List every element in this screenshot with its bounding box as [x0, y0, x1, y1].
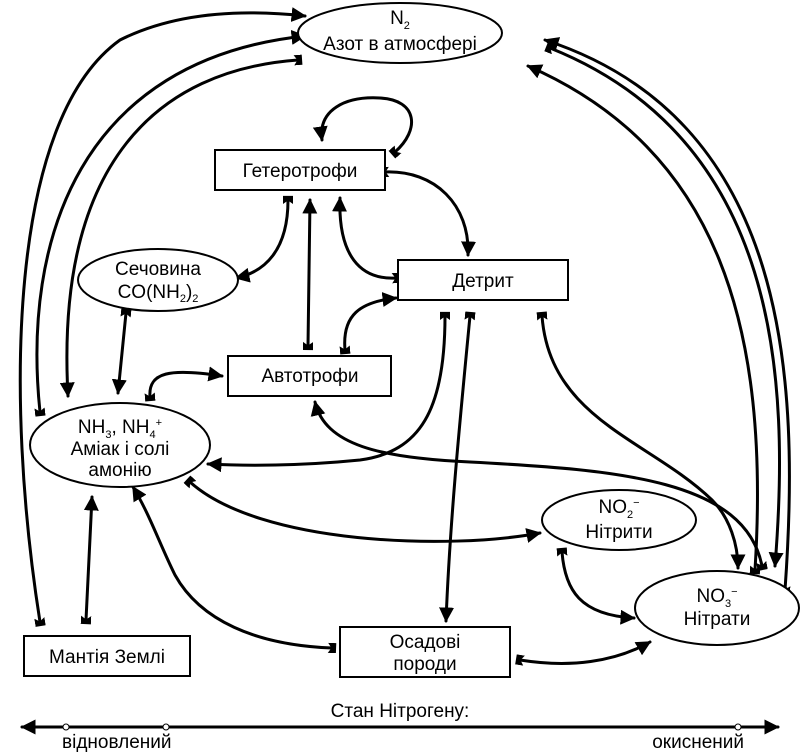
autotrophs-shape: [227, 355, 392, 397]
edge-heterotrophs-detritus: [380, 166, 477, 257]
edge-heterotrophs-urea: [234, 195, 294, 283]
nitrites-label: Нітрити: [585, 522, 652, 543]
node-autotrophs: Автотрофи: [227, 355, 392, 397]
urea-formula: CO(NH2)2: [118, 282, 199, 305]
edge-nitrates-atmosphere-inner: [526, 64, 761, 575]
sediments-label-line1: Осадові: [390, 632, 461, 653]
edge-detritus-heterotrophs: [332, 196, 401, 284]
node-nitrates: NO3− Нітрати: [634, 570, 800, 646]
ammonia-label-line3: амонію: [88, 460, 151, 481]
sediments-label-line2: породи: [393, 654, 456, 675]
state-axis-mark-mid: [162, 723, 170, 731]
nitrates-shape: [634, 570, 800, 646]
detritus-shape: [397, 259, 569, 301]
detritus-label: Детрит: [452, 271, 514, 292]
ammonia-formula: NH3, NH4+: [78, 417, 162, 441]
atmosphere-label: Азот в атмосфері: [323, 34, 477, 55]
edges: [18, 7, 791, 666]
edge-heterotrophs-self: [312, 96, 414, 159]
node-atmosphere: N2 Азот в атмосфері: [297, 2, 503, 64]
state-axis-title: Стан Нітрогену:: [331, 701, 470, 722]
edge-nitrites-nitrates: [556, 547, 636, 625]
ammonia-shape: [29, 402, 211, 488]
edge-sediments-ammonia: [131, 485, 337, 654]
atmosphere-formula: N2: [390, 8, 410, 32]
node-nitrites: NO2− Нітрити: [541, 489, 697, 551]
autotrophs-label: Автотрофи: [261, 366, 358, 387]
heterotrophs-label: Гетеротрофи: [243, 161, 358, 182]
edge-mantle-atmosphere: [18, 7, 307, 627]
edge-autotrophs-heterotrophs: [302, 198, 318, 351]
mantle-label: Мантія Землі: [49, 647, 165, 668]
state-axis-left-label: відновлений: [62, 732, 172, 753]
state-axis-mark-right: [734, 723, 742, 731]
edge-urea-ammonia: [111, 308, 132, 395]
state-axis: Стан Нітрогену: відновлений окиснений: [20, 701, 780, 753]
edge-sediments-nitrates: [515, 640, 652, 666]
node-mantle: Мантія Землі: [23, 635, 191, 677]
edge-atmosphere-nitrates: [544, 41, 784, 568]
atmosphere-shape: [297, 2, 503, 64]
urea-shape: [77, 248, 239, 312]
node-ammonia: NH3, NH4+ Аміак і солі амонію: [29, 402, 211, 488]
state-axis-mark-left: [62, 723, 70, 731]
nitrites-formula: NO2−: [598, 497, 639, 521]
edge-detritus-sediments: [439, 311, 476, 623]
sediments-shape: [339, 626, 511, 678]
node-urea: Сечовина CO(NH2)2: [77, 248, 239, 312]
edge-mantle-ammonia: [80, 495, 99, 625]
nitrates-formula: NO3−: [696, 586, 737, 610]
edge-ammonia-nitrites: [183, 475, 542, 543]
edge-autotrophs-detritus: [339, 292, 398, 355]
edge-ammonia-autotrophs: [144, 366, 224, 402]
node-heterotrophs: Гетеротрофи: [214, 149, 386, 191]
node-detritus: Детрит: [397, 259, 569, 301]
node-sediments: Осадові породи: [339, 626, 511, 678]
mantle-shape: [23, 635, 191, 677]
nitrites-shape: [541, 489, 697, 551]
nitrates-label: Нітрати: [684, 609, 751, 630]
heterotrophs-shape: [214, 149, 386, 191]
state-axis-right-label: окиснений: [652, 732, 744, 753]
ammonia-label-line2: Аміак і солі: [71, 439, 170, 460]
urea-label: Сечовина: [115, 259, 201, 280]
edge-atmosphere-ammonia: [59, 54, 303, 398]
